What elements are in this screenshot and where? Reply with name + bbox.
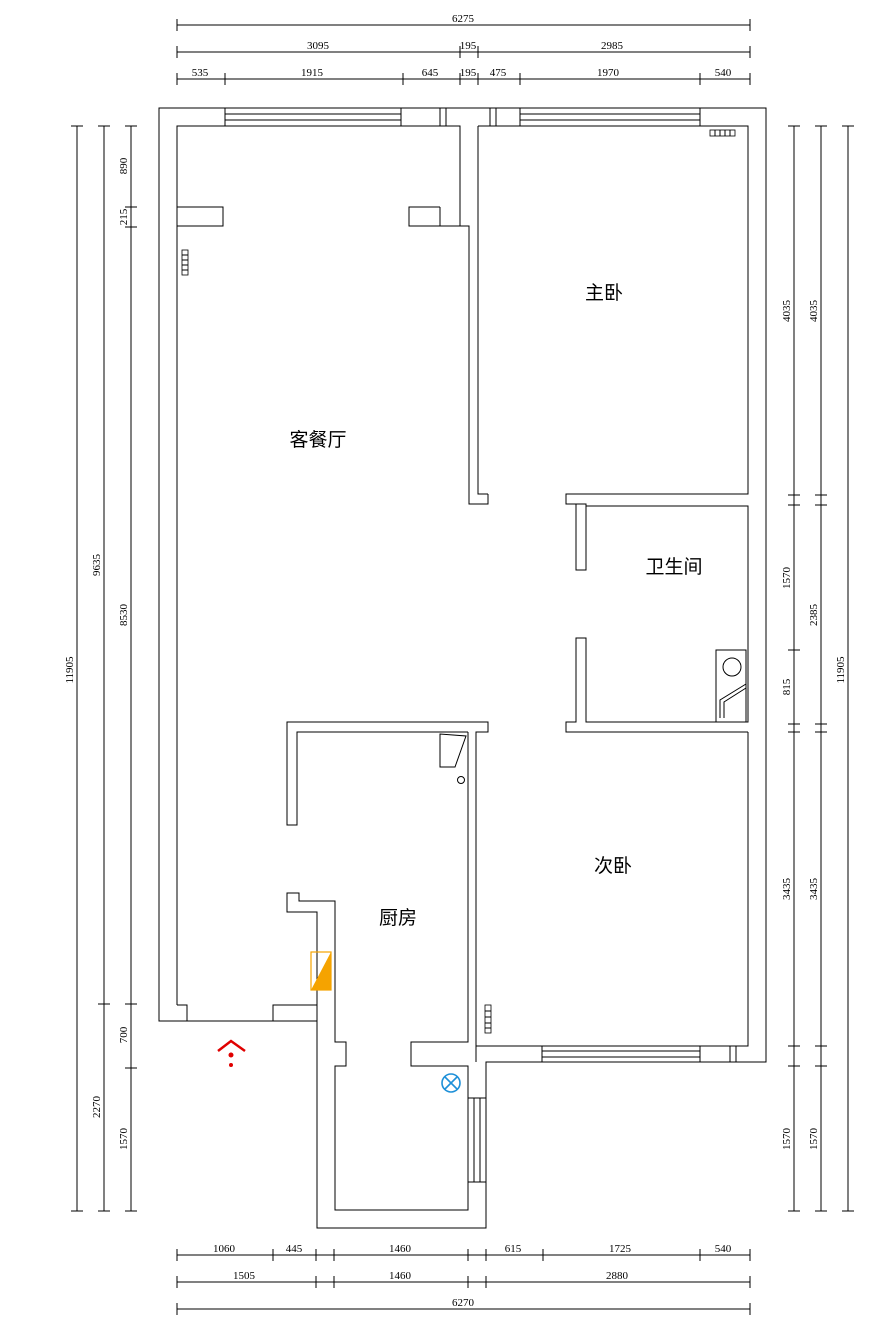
radiator-icon — [181, 249, 189, 276]
dim-top-detail-1: 535 — [192, 67, 209, 79]
right-dimensions: 4035 1570 815 3435 1570 4035 2385 3435 1… — [781, 125, 854, 1212]
dim-right-detail-4: 3435 — [781, 878, 793, 901]
dim-top-detail-3: 645 — [422, 67, 439, 79]
dim-top-detail-2: 1915 — [301, 67, 324, 79]
dim-left-detail-3: 8530 — [118, 604, 130, 627]
dim-top-mid-3: 2985 — [601, 40, 624, 52]
room-label-kitchen: 厨房 — [379, 907, 417, 929]
dim-top-total: 6275 — [452, 13, 475, 25]
left-dimensions: 11905 9635 2270 890 215 8530 700 1570 — [64, 125, 137, 1212]
radiator-icon — [484, 1004, 492, 1034]
top-dimensions: 6275 3095 195 2985 535 1915 645 195 475 … — [176, 13, 751, 85]
dim-left-detail-2: 215 — [118, 208, 130, 225]
gas-meter-icon — [441, 1073, 461, 1093]
windows — [224, 108, 737, 1183]
dim-left-mid-1: 9635 — [91, 554, 103, 577]
dim-right-detail-5: 1570 — [781, 1128, 793, 1151]
dim-right-detail-1: 4035 — [781, 300, 793, 323]
room-label-bathroom: 卫生间 — [645, 556, 702, 578]
dim-bottom-total: 6270 — [452, 1297, 475, 1309]
dim-right-detail-2: 1570 — [781, 567, 793, 590]
kitchen-appliance-icon — [310, 951, 332, 991]
window-kitchen-side — [468, 1097, 486, 1183]
dim-bottom-detail-3: 1460 — [389, 1243, 412, 1255]
dim-bottom-detail-5: 1725 — [609, 1243, 632, 1255]
dim-top-detail-5: 475 — [490, 67, 507, 79]
dim-bottom-mid-2: 1460 — [389, 1270, 412, 1282]
dim-right-mid-1: 4035 — [808, 300, 820, 323]
dim-bottom-detail-4: 615 — [505, 1243, 522, 1255]
dim-left-mid-2: 2270 — [91, 1096, 103, 1119]
dim-bottom-detail-1: 1060 — [213, 1243, 236, 1255]
entrance-arrow-icon — [217, 1039, 246, 1067]
dim-top-mid-1: 3095 — [307, 40, 330, 52]
room-label-living-dining: 客餐厅 — [289, 429, 346, 451]
dim-bottom-detail-6: 540 — [715, 1243, 732, 1255]
dim-left-detail-4: 700 — [118, 1026, 130, 1043]
dim-left-total: 11905 — [64, 656, 76, 684]
dim-top-detail-6: 1970 — [597, 67, 620, 79]
dim-right-detail-3: 815 — [781, 678, 793, 695]
dim-bottom-mid-3: 2880 — [606, 1270, 629, 1282]
dim-right-mid-2: 2385 — [808, 604, 820, 627]
dim-right-total: 11905 — [835, 656, 847, 684]
dim-right-mid-3: 3435 — [808, 878, 820, 901]
window-master-top — [489, 108, 701, 126]
dim-right-mid-4: 1570 — [808, 1128, 820, 1151]
dim-top-detail-7: 540 — [715, 67, 732, 79]
walls — [158, 107, 767, 1229]
dim-top-detail-4: 195 — [460, 67, 477, 79]
dim-left-detail-1: 890 — [118, 157, 130, 174]
window-second-bottom — [541, 1046, 737, 1062]
flue-icon — [439, 733, 467, 784]
dim-bottom-detail-2: 445 — [286, 1243, 303, 1255]
dim-bottom-mid-1: 1505 — [233, 1270, 256, 1282]
washing-machine-icon — [715, 649, 747, 723]
room-label-second-bedroom: 次卧 — [594, 855, 632, 877]
dim-top-mid-2: 195 — [460, 40, 477, 52]
window-living-top — [224, 108, 447, 126]
radiator-icon — [709, 129, 736, 137]
dim-left-detail-5: 1570 — [118, 1128, 130, 1151]
room-label-master-bedroom: 主卧 — [585, 282, 623, 304]
bottom-dimensions: 1060 445 1460 615 1725 540 1505 1460 288… — [176, 1243, 751, 1315]
